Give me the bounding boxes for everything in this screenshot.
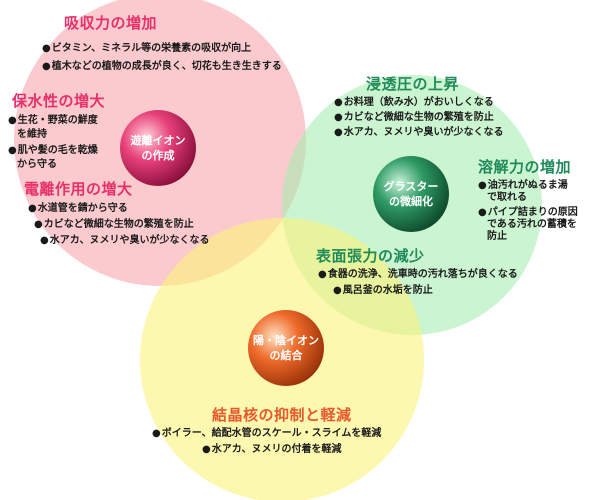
bullet-icon: ● [333, 285, 342, 296]
list-item: ●植木などの植物の成長が良く、切花も生き生きする [42, 61, 282, 72]
list-item: ●水アカ、ヌメリや臭いが少なくなる [334, 127, 504, 138]
bullet-icon: ● [8, 115, 17, 126]
sphere-green [373, 156, 449, 232]
bullet-icon: ● [28, 203, 37, 214]
sphere-label-orange-line2: の結合 [269, 349, 303, 362]
bullet-icon: ● [40, 235, 49, 246]
sphere-label-green: グラスター の微細化 [371, 179, 451, 209]
bullet-icon: ● [8, 145, 17, 156]
heading-absorption: 吸収力の増加 [64, 14, 158, 32]
list-item: ●水アカ、ヌメリの付着を軽減 [202, 444, 342, 455]
heading-ionization: 電離作用の増大 [24, 180, 133, 198]
list-item: ●カビなど微細な生物の繁殖を防止 [334, 112, 494, 123]
list-item-continued: を維持 [17, 129, 47, 140]
list-item: ●パイプ詰まりの原因 [478, 207, 578, 218]
heading-surface-tension: 表面張力の減少 [316, 247, 425, 265]
bullet-icon: ● [334, 127, 343, 138]
list-item: ●食器の洗浄、洗車時の汚れ落ちが良くなる [318, 269, 518, 280]
heading-water-retention: 保水性の増大 [12, 92, 106, 110]
bullet-icon: ● [334, 97, 343, 108]
bullet-icon: ● [42, 43, 51, 54]
list-item: ●生花・野菜の鮮度 [8, 115, 98, 126]
bullet-icon: ● [202, 444, 211, 455]
list-item: ●カビなど微細な生物の繁殖を防止 [34, 219, 194, 230]
sphere-label-red-line2: の作成 [141, 149, 175, 162]
list-item: ●お料理（飲み水）がおいしくなる [334, 97, 494, 108]
list-item: ●水道管を錆から守る [28, 203, 128, 214]
list-item: ●ビタミン、ミネラル等の栄養素の吸収が向上 [42, 43, 252, 54]
bullet-icon: ● [478, 180, 487, 191]
sphere-label-red: 遊離イオン の作成 [118, 133, 198, 163]
bullet-icon: ● [42, 61, 51, 72]
sphere-label-green-line1: グラスター [383, 180, 439, 193]
heading-crystal-nucleus: 結晶核の抑制と軽減 [212, 406, 352, 424]
heading-osmotic-pressure: 浸透圧の上昇 [366, 75, 460, 93]
sphere-label-green-line2: の微細化 [389, 195, 433, 208]
sphere-label-red-line1: 遊離イオン [130, 134, 186, 147]
list-item-continued: 防止 [487, 231, 507, 242]
bullet-icon: ● [318, 269, 327, 280]
list-item-continued: で取れる [487, 192, 527, 203]
list-item: ●ボイラー、給配水管のスケール・スライムを軽減 [152, 428, 382, 439]
sphere-red [120, 110, 196, 186]
bullet-icon: ● [152, 428, 161, 439]
sphere-label-orange: 陽・陰イオン の結合 [246, 333, 326, 363]
list-item-continued: から守る [17, 159, 57, 170]
list-item: ●肌や髪の毛を乾燥 [8, 145, 98, 156]
bullet-icon: ● [334, 112, 343, 123]
sphere-orange [248, 310, 324, 386]
list-item: ●水アカ、ヌメリや臭いが少なくなる [40, 235, 210, 246]
list-item-continued: である汚れの蓄積を [487, 219, 577, 230]
sphere-label-orange-line1: 陽・陰イオン [253, 334, 319, 347]
list-item: ●油汚れがぬるま湯 [478, 180, 568, 191]
bullet-icon: ● [34, 219, 43, 230]
list-item: ●風呂釜の水垢を防止 [333, 285, 433, 296]
heading-dissolving-power: 溶解力の増加 [478, 158, 572, 176]
bullet-icon: ● [478, 207, 487, 218]
